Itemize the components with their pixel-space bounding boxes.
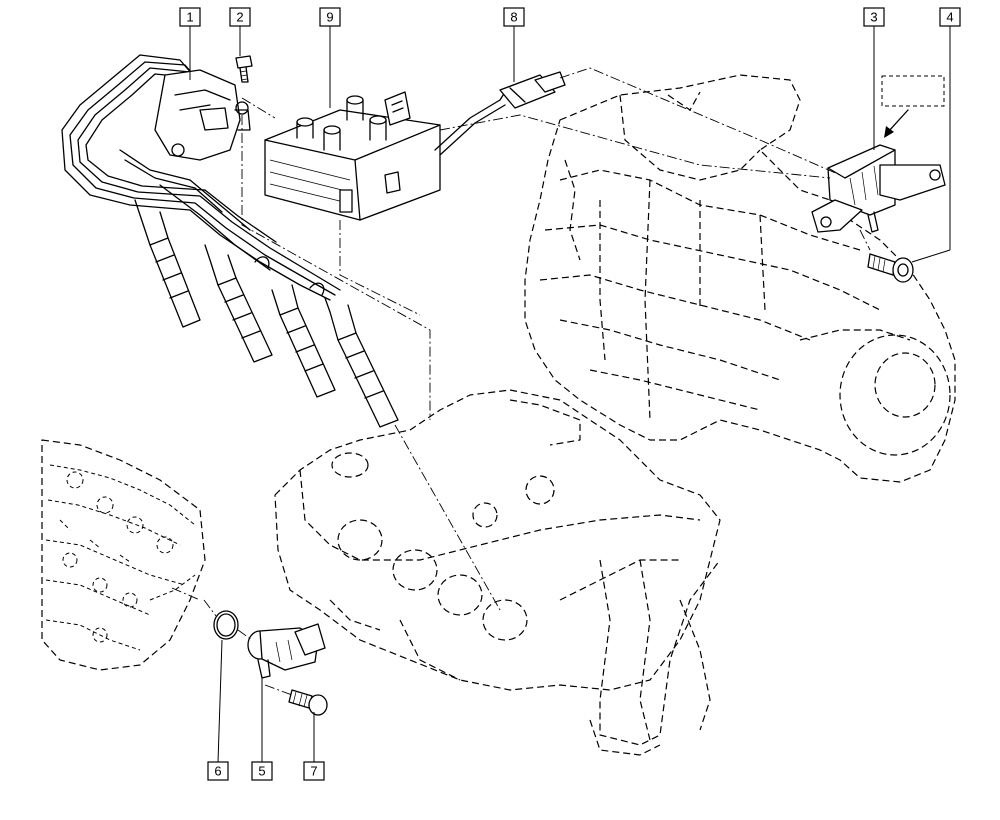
- callout-6: 6: [207, 761, 229, 781]
- callout-3: 3: [863, 7, 885, 27]
- coil-tower: [323, 125, 341, 151]
- callout-3-label: 3: [870, 10, 877, 25]
- callout-1-label: 1: [186, 10, 193, 25]
- bolt-4: [867, 253, 914, 283]
- spark-plug-cap-1: [149, 237, 201, 328]
- spark-plug-cap-4: [337, 332, 399, 428]
- engine-block: [274, 389, 721, 756]
- callout-9: 9: [319, 7, 341, 27]
- coil-tower: [296, 117, 314, 139]
- callout-1: 1: [179, 7, 201, 27]
- callout-7: 7: [303, 761, 325, 781]
- spark-plug-cap-2: [217, 277, 273, 363]
- cylinder-head: [41, 439, 206, 671]
- tdc-sensor: [811, 144, 946, 233]
- ignition-coil: [264, 91, 441, 221]
- callout-9-label: 9: [326, 10, 333, 25]
- callout-5: 5: [251, 761, 273, 781]
- callout-4-label: 4: [946, 10, 953, 25]
- callout-8-label: 8: [510, 10, 517, 25]
- callout-8: 8: [503, 7, 525, 27]
- callout-leaders: [189, 26, 951, 763]
- reference-arrow: [887, 109, 909, 133]
- connector-wire: [434, 71, 566, 156]
- reference-arrowhead: [884, 126, 894, 138]
- spark-plug-cap-3: [279, 307, 336, 398]
- coil-tower: [346, 95, 364, 121]
- callout-4: 4: [939, 7, 961, 27]
- callout-2: 2: [229, 7, 251, 27]
- ignition-leads: [61, 54, 399, 428]
- bolt-7: [288, 689, 328, 716]
- callout-5-label: 5: [258, 764, 265, 779]
- gearbox: [524, 74, 956, 483]
- callout-2-label: 2: [236, 10, 243, 25]
- assembly-lines: [171, 67, 871, 696]
- callout-6-label: 6: [214, 764, 221, 779]
- callout-7-label: 7: [310, 764, 317, 779]
- camshaft-sensor: [247, 623, 326, 679]
- reference-box: [881, 75, 945, 107]
- coil-tower: [369, 115, 387, 141]
- o-ring: [213, 610, 239, 640]
- bolt-2: [235, 55, 253, 115]
